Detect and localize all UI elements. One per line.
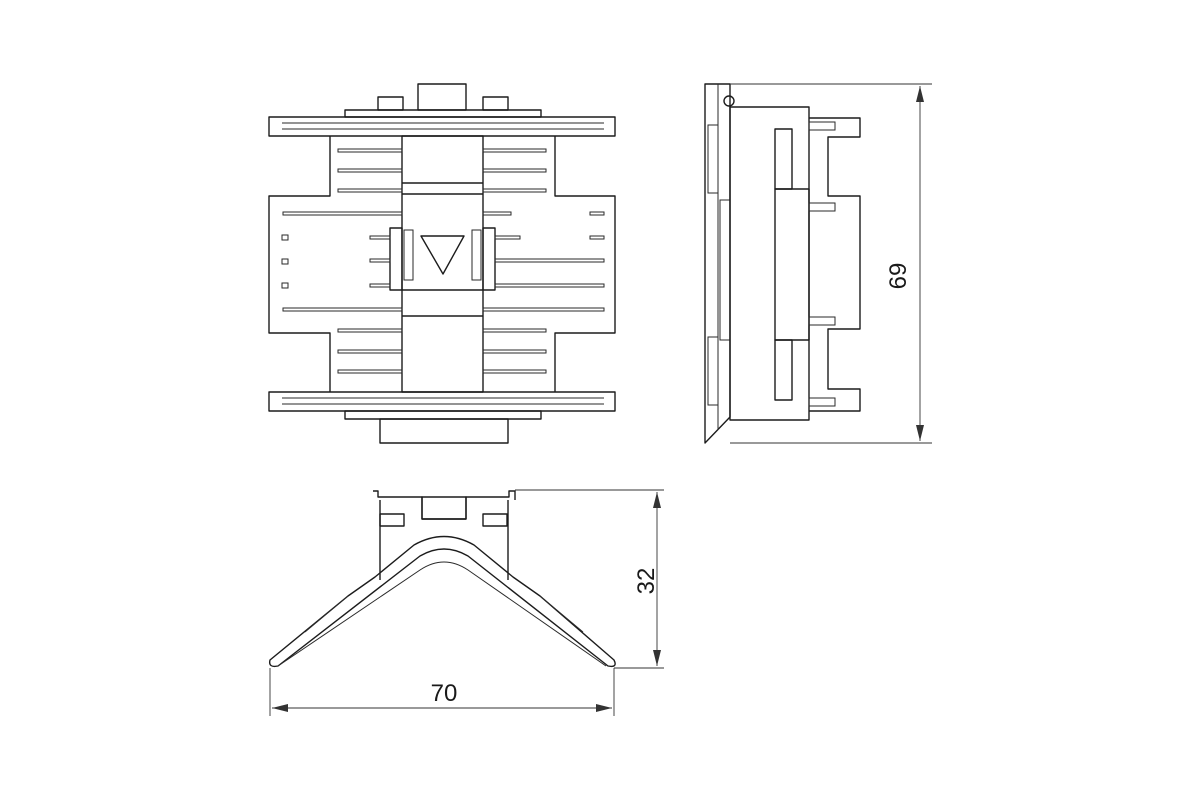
height-69-label: 69: [885, 263, 912, 290]
height-32-label: 32: [633, 568, 660, 595]
top-view: [268, 83, 616, 444]
side-view: [704, 83, 932, 444]
front-view: [268, 489, 664, 716]
width-70-label: 70: [431, 680, 458, 707]
